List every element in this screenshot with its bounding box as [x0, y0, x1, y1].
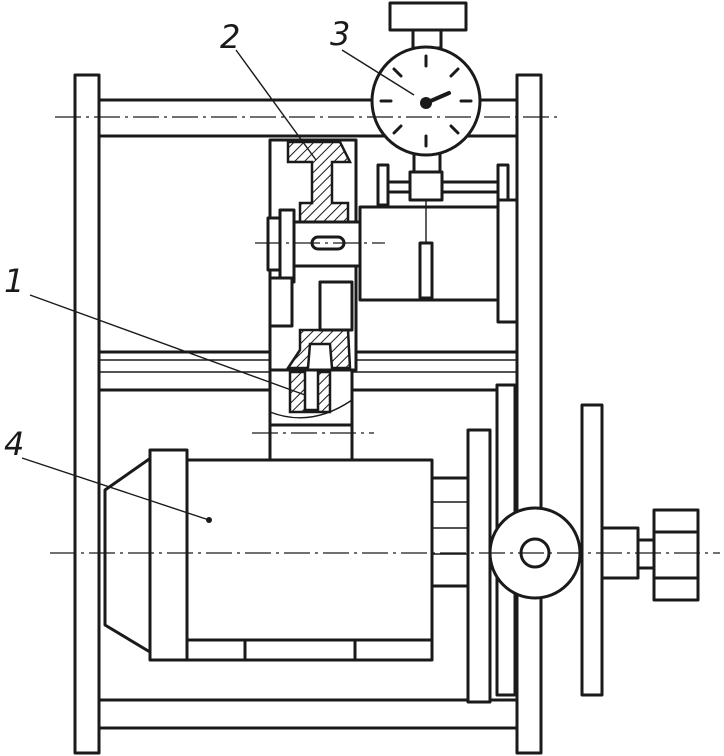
- motor-foot-gap: [243, 638, 357, 662]
- gauge-clamp: [408, 170, 444, 202]
- leader-2: [235, 49, 317, 161]
- shaft-nut: [652, 508, 700, 602]
- leader-3: [341, 49, 415, 96]
- gear-wheel: [266, 138, 362, 372]
- gear-lower-web-left: [268, 276, 294, 328]
- frame-right-post: [515, 73, 543, 755]
- shaft-neck: [636, 538, 656, 570]
- test-pinion: [268, 368, 354, 462]
- gauge-bracket: [358, 163, 519, 324]
- bearing-housing-flange: [496, 198, 519, 324]
- motor-foot-right: [353, 638, 434, 662]
- pinion-body: [268, 368, 354, 462]
- gear-side-collar: [266, 216, 282, 272]
- pinion-section: [288, 370, 332, 414]
- frame-bottom-beam: [97, 698, 519, 730]
- frame-left-post: [73, 73, 101, 755]
- leader-lines: [21, 49, 415, 521]
- motor: [103, 448, 470, 662]
- label-part-3: 3: [330, 15, 350, 53]
- drive-side: [466, 383, 700, 704]
- gear-hub-left: [278, 208, 296, 284]
- dial-indicator: [370, 1, 482, 174]
- support-plate: [466, 428, 492, 704]
- gauge-stem: [418, 241, 434, 300]
- motor-end-cap: [103, 453, 157, 657]
- outer-plate: [580, 403, 604, 697]
- label-part-4: 4: [4, 425, 24, 463]
- dial-hub: [420, 97, 432, 109]
- leader-1: [29, 294, 306, 396]
- gear-section-lower: [285, 328, 352, 370]
- dial-neck: [411, 28, 443, 50]
- leader-4: [21, 457, 210, 521]
- label-part-1: 1: [4, 262, 24, 300]
- motor-body: [185, 458, 434, 642]
- motor-coupling: [430, 476, 470, 588]
- motor-foot-left: [185, 638, 247, 662]
- label-part-2: 2: [220, 18, 240, 56]
- motor-end-flange: [148, 448, 189, 662]
- dial-cap: [388, 1, 468, 32]
- center-lines: [50, 116, 720, 554]
- gear-lower-web-right: [318, 280, 354, 332]
